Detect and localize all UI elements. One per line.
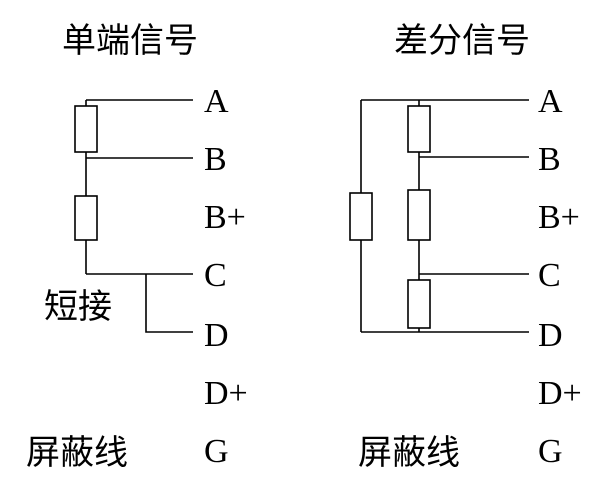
pin-a: A (204, 83, 229, 120)
pin-d-plus: D+ (204, 375, 248, 412)
resistor-3 (407, 279, 431, 329)
pin-b: B (538, 141, 561, 178)
pin-d: D (538, 317, 563, 354)
pin-g: G (204, 433, 229, 470)
resistor-2 (74, 195, 98, 241)
resistor-outer (349, 192, 373, 241)
shield-label: 屏蔽线 (358, 433, 460, 473)
resistor-1 (74, 105, 98, 153)
single-ended-panel: 单端信号 A B B+ C D D+ G 短接 屏蔽线 (26, 21, 248, 473)
pin-d-plus: D+ (538, 375, 582, 412)
pin-g: G (538, 433, 563, 470)
pin-a: A (538, 83, 563, 120)
pin-b-plus: B+ (538, 199, 580, 236)
resistor-1 (407, 105, 431, 153)
jumper-label: 短接 (44, 287, 112, 327)
differential-title: 差分信号 (394, 21, 530, 61)
shield-label: 屏蔽线 (26, 433, 128, 473)
pin-c: C (204, 257, 227, 294)
jumper-wire (145, 274, 193, 333)
resistor-2 (407, 189, 431, 241)
differential-panel: 差分信号 A B B+ C D D+ G 屏蔽线 (349, 21, 582, 473)
pin-d: D (204, 317, 229, 354)
pin-c: C (538, 257, 561, 294)
single-ended-title: 单端信号 (62, 21, 198, 61)
pin-b: B (204, 141, 227, 178)
pin-b-plus: B+ (204, 199, 246, 236)
